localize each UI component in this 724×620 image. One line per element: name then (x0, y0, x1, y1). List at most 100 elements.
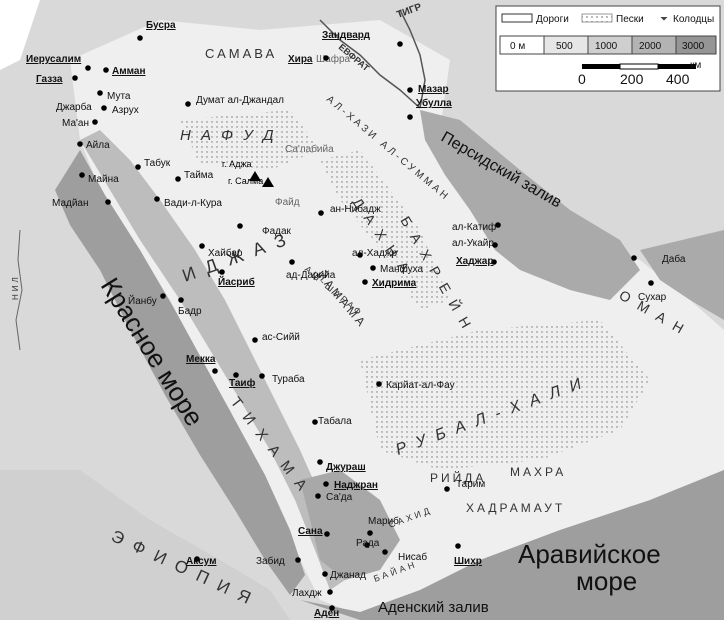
gulf-of-oman (640, 230, 724, 320)
city-turaba: Тураба (272, 373, 305, 385)
mountain-adzha-icon (249, 171, 261, 181)
elevation-label-2: 1000 (595, 41, 618, 52)
well-fayd: Файд (275, 197, 300, 208)
distance-scale: 0 200 400 км (578, 60, 701, 87)
elevation-scale: 0 м 500 1000 2000 3000 (499, 35, 717, 55)
arabian-sea-label-2: море (576, 566, 637, 596)
sands-legend-label: Пески (616, 14, 644, 25)
city-daba: Даба (662, 253, 686, 265)
city-an-nibadzh: ан-Нибадж (330, 203, 381, 215)
city-taif: Таиф (229, 377, 256, 389)
roads-legend-label: Дороги (536, 14, 569, 25)
scale-unit: км (690, 60, 701, 71)
city-ad-dariya: ад-Дарийа (286, 270, 336, 281)
city-al-ukayr: ал-Укайр (452, 238, 494, 249)
persian-gulf (420, 110, 640, 300)
city-lahdzh: Лахдж (292, 588, 322, 599)
city-al-katif: ал-Катиф (452, 221, 496, 233)
elevation-label-1: 500 (556, 41, 573, 52)
city-haybar: Хайбар (208, 247, 243, 259)
roads-legend-swatch (501, 13, 533, 23)
city-aden: Аден (314, 608, 339, 619)
city-ierusalim: Иерусалим (26, 54, 81, 65)
elevation-label-4: 3000 (682, 41, 705, 52)
nafud-sands (180, 110, 320, 170)
city-tabuk: Табук (144, 157, 171, 169)
city-vadi-l-kura: Вади-л-Кура (164, 198, 222, 209)
city-gazza: Газза (36, 74, 63, 85)
cities: Бусра Иерусалим Газза Амман Мута Джарба … (26, 20, 686, 619)
river-nile-label: НИЛ (11, 274, 20, 300)
mountain-salma: г. Салма (228, 176, 263, 186)
city-hadzhar: Хаджар (456, 256, 493, 267)
city-mazar: Мазар (418, 84, 449, 95)
scale-tick-0: 0 (578, 71, 586, 87)
city-sana: Сана (298, 526, 323, 537)
city-dzharba: Джарба (56, 101, 92, 113)
city-yasrib: Йасриб (218, 275, 255, 288)
tigris-river (399, 9, 426, 109)
city-zabid: Забид (256, 555, 285, 567)
region-samava: САМАВА (205, 46, 277, 61)
wells-legend-label: Колодцы (673, 14, 714, 25)
city-tabala: Табала (318, 415, 352, 427)
arabian-sea-label-1: Аравийское (518, 539, 661, 569)
region-hadramaut: ХАДРАМАУТ (466, 501, 565, 515)
mountain-salma-icon (262, 177, 274, 187)
city-manfuha: Манфуха (380, 263, 424, 275)
city-maan: Ма'ан (62, 118, 89, 129)
red-sea (55, 150, 305, 595)
city-tayma: Тайма (184, 170, 214, 181)
legend: Дороги Пески ⏷ Колодцы 0 м 500 1000 2000… (495, 5, 721, 92)
city-nisab: Нисаб (398, 551, 427, 563)
city-yanbu: Йанбу (128, 294, 157, 307)
sands-legend-swatch (581, 13, 613, 23)
euphrates-river (319, 19, 421, 109)
city-aksum: Аксум (186, 556, 216, 567)
city-fadak: Фадак (262, 226, 292, 237)
city-badr: Бадр (178, 306, 202, 317)
city-shihr: Шихр (454, 556, 482, 567)
city-suhar: Сухар (638, 292, 667, 303)
city-rada: Рада (356, 538, 380, 549)
scale-tick-200: 200 (620, 71, 644, 87)
city-marib: Мариб (368, 515, 399, 527)
city-zandvard: Зандвард (322, 30, 371, 41)
elevation-label-3: 2000 (639, 41, 662, 52)
arabia-land (70, 20, 724, 615)
city-nadzhran: Наджран (334, 480, 378, 491)
city-dumat: Думат ал-Джандал (196, 95, 284, 106)
arabian-sea (300, 470, 724, 620)
hijaz-mountains (80, 130, 345, 590)
region-nafud: Н А Ф У Д (180, 127, 277, 144)
city-mayna: Майна (88, 174, 119, 185)
region-mahra: МАХРА (510, 465, 566, 479)
city-al-hadzhr: ал-Хаджр (352, 248, 397, 259)
city-muta: Мута (107, 91, 131, 102)
city-mekka: Мекка (186, 354, 216, 365)
region-riyda: РИЙДА (430, 470, 486, 485)
aden-gulf-label: Аденский залив (378, 599, 489, 616)
city-azruh: Азрух (112, 105, 139, 116)
scale-tick-400: 400 (666, 71, 690, 87)
city-busra: Бусра (146, 20, 176, 31)
well-icon: ⏷ (660, 14, 668, 25)
city-sada: Са'да (326, 492, 353, 503)
nile-river (15, 229, 23, 351)
city-ubulla: Убулла (416, 97, 452, 109)
mountain-adzha: г. Аджа (222, 159, 251, 169)
mediterranean-sea (0, 0, 40, 70)
city-as-siyy: ас-Сийй (262, 332, 300, 343)
rub-al-khali-sands (360, 320, 650, 470)
well-shafra: Шафра (316, 53, 351, 65)
city-hidrima: Хидрима (372, 278, 417, 289)
elevation-label-0: 0 м (510, 41, 525, 52)
city-madyan: Мадйан (52, 198, 89, 209)
city-dzhurash: Джураш (326, 462, 366, 473)
city-hira: Хира (288, 54, 313, 65)
city-tarim: Тарим (456, 479, 485, 490)
city-dzhanad: Джанад (330, 570, 366, 581)
well-salabiya: Са'лабийа (285, 143, 334, 155)
dahna-sands (320, 150, 450, 310)
